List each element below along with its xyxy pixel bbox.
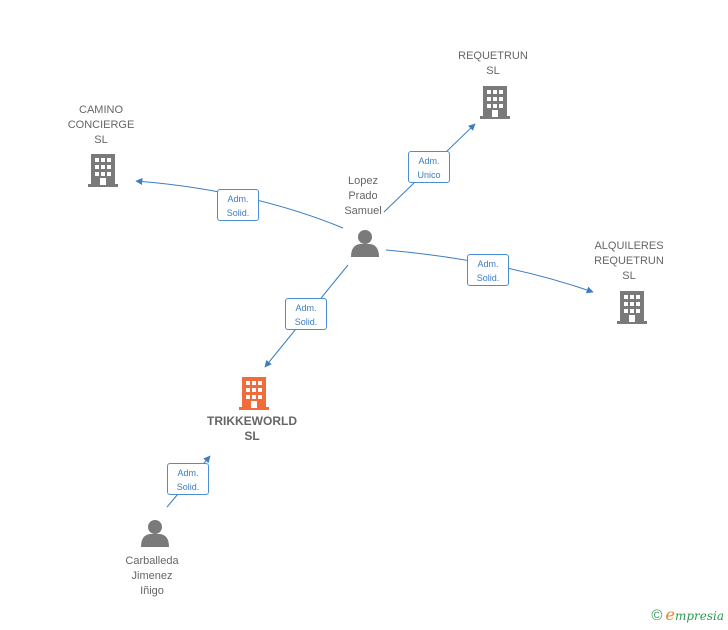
copyright-icon: © xyxy=(651,607,663,624)
node-label-carballeda-jimenez-inigo[interactable]: Carballeda Jimenez Iñigo xyxy=(125,555,179,597)
node-label-alquileres-requetrun[interactable]: ALQUILERES REQUETRUN SL xyxy=(594,240,664,282)
edge-label-adm-solid-camino: Adm. Solid. xyxy=(217,189,259,221)
person-icon[interactable] xyxy=(351,230,379,257)
node-label-trikkeworld[interactable]: TRIKKEWORLD SL xyxy=(207,414,297,443)
edge-label-adm-solid-alquileres: Adm. Solid. xyxy=(467,254,509,286)
edge-label-adm-solid-carballeda: Adm. Solid. xyxy=(167,463,209,495)
building-icon[interactable] xyxy=(88,154,118,187)
building-icon[interactable] xyxy=(617,291,647,324)
building-icon[interactable] xyxy=(479,85,511,119)
building-icon-main[interactable] xyxy=(239,377,269,410)
node-label-requetrun[interactable]: REQUETRUN SL xyxy=(458,50,528,77)
edge-label-adm-solid-trikkeworld: Adm. Solid. xyxy=(285,298,327,330)
node-label-camino-concierge[interactable]: CAMINO CONCIERGE SL xyxy=(67,104,135,146)
node-label-lopez-prado-samuel[interactable]: Lopez Prado Samuel xyxy=(344,175,382,217)
empresia-brand[interactable]: ©empresia xyxy=(651,605,724,624)
brand-initial: e xyxy=(665,605,675,624)
brand-name: mpresia xyxy=(674,609,724,623)
person-icon[interactable] xyxy=(141,520,169,547)
edge-label-adm-unico: Adm. Unico xyxy=(408,151,450,183)
